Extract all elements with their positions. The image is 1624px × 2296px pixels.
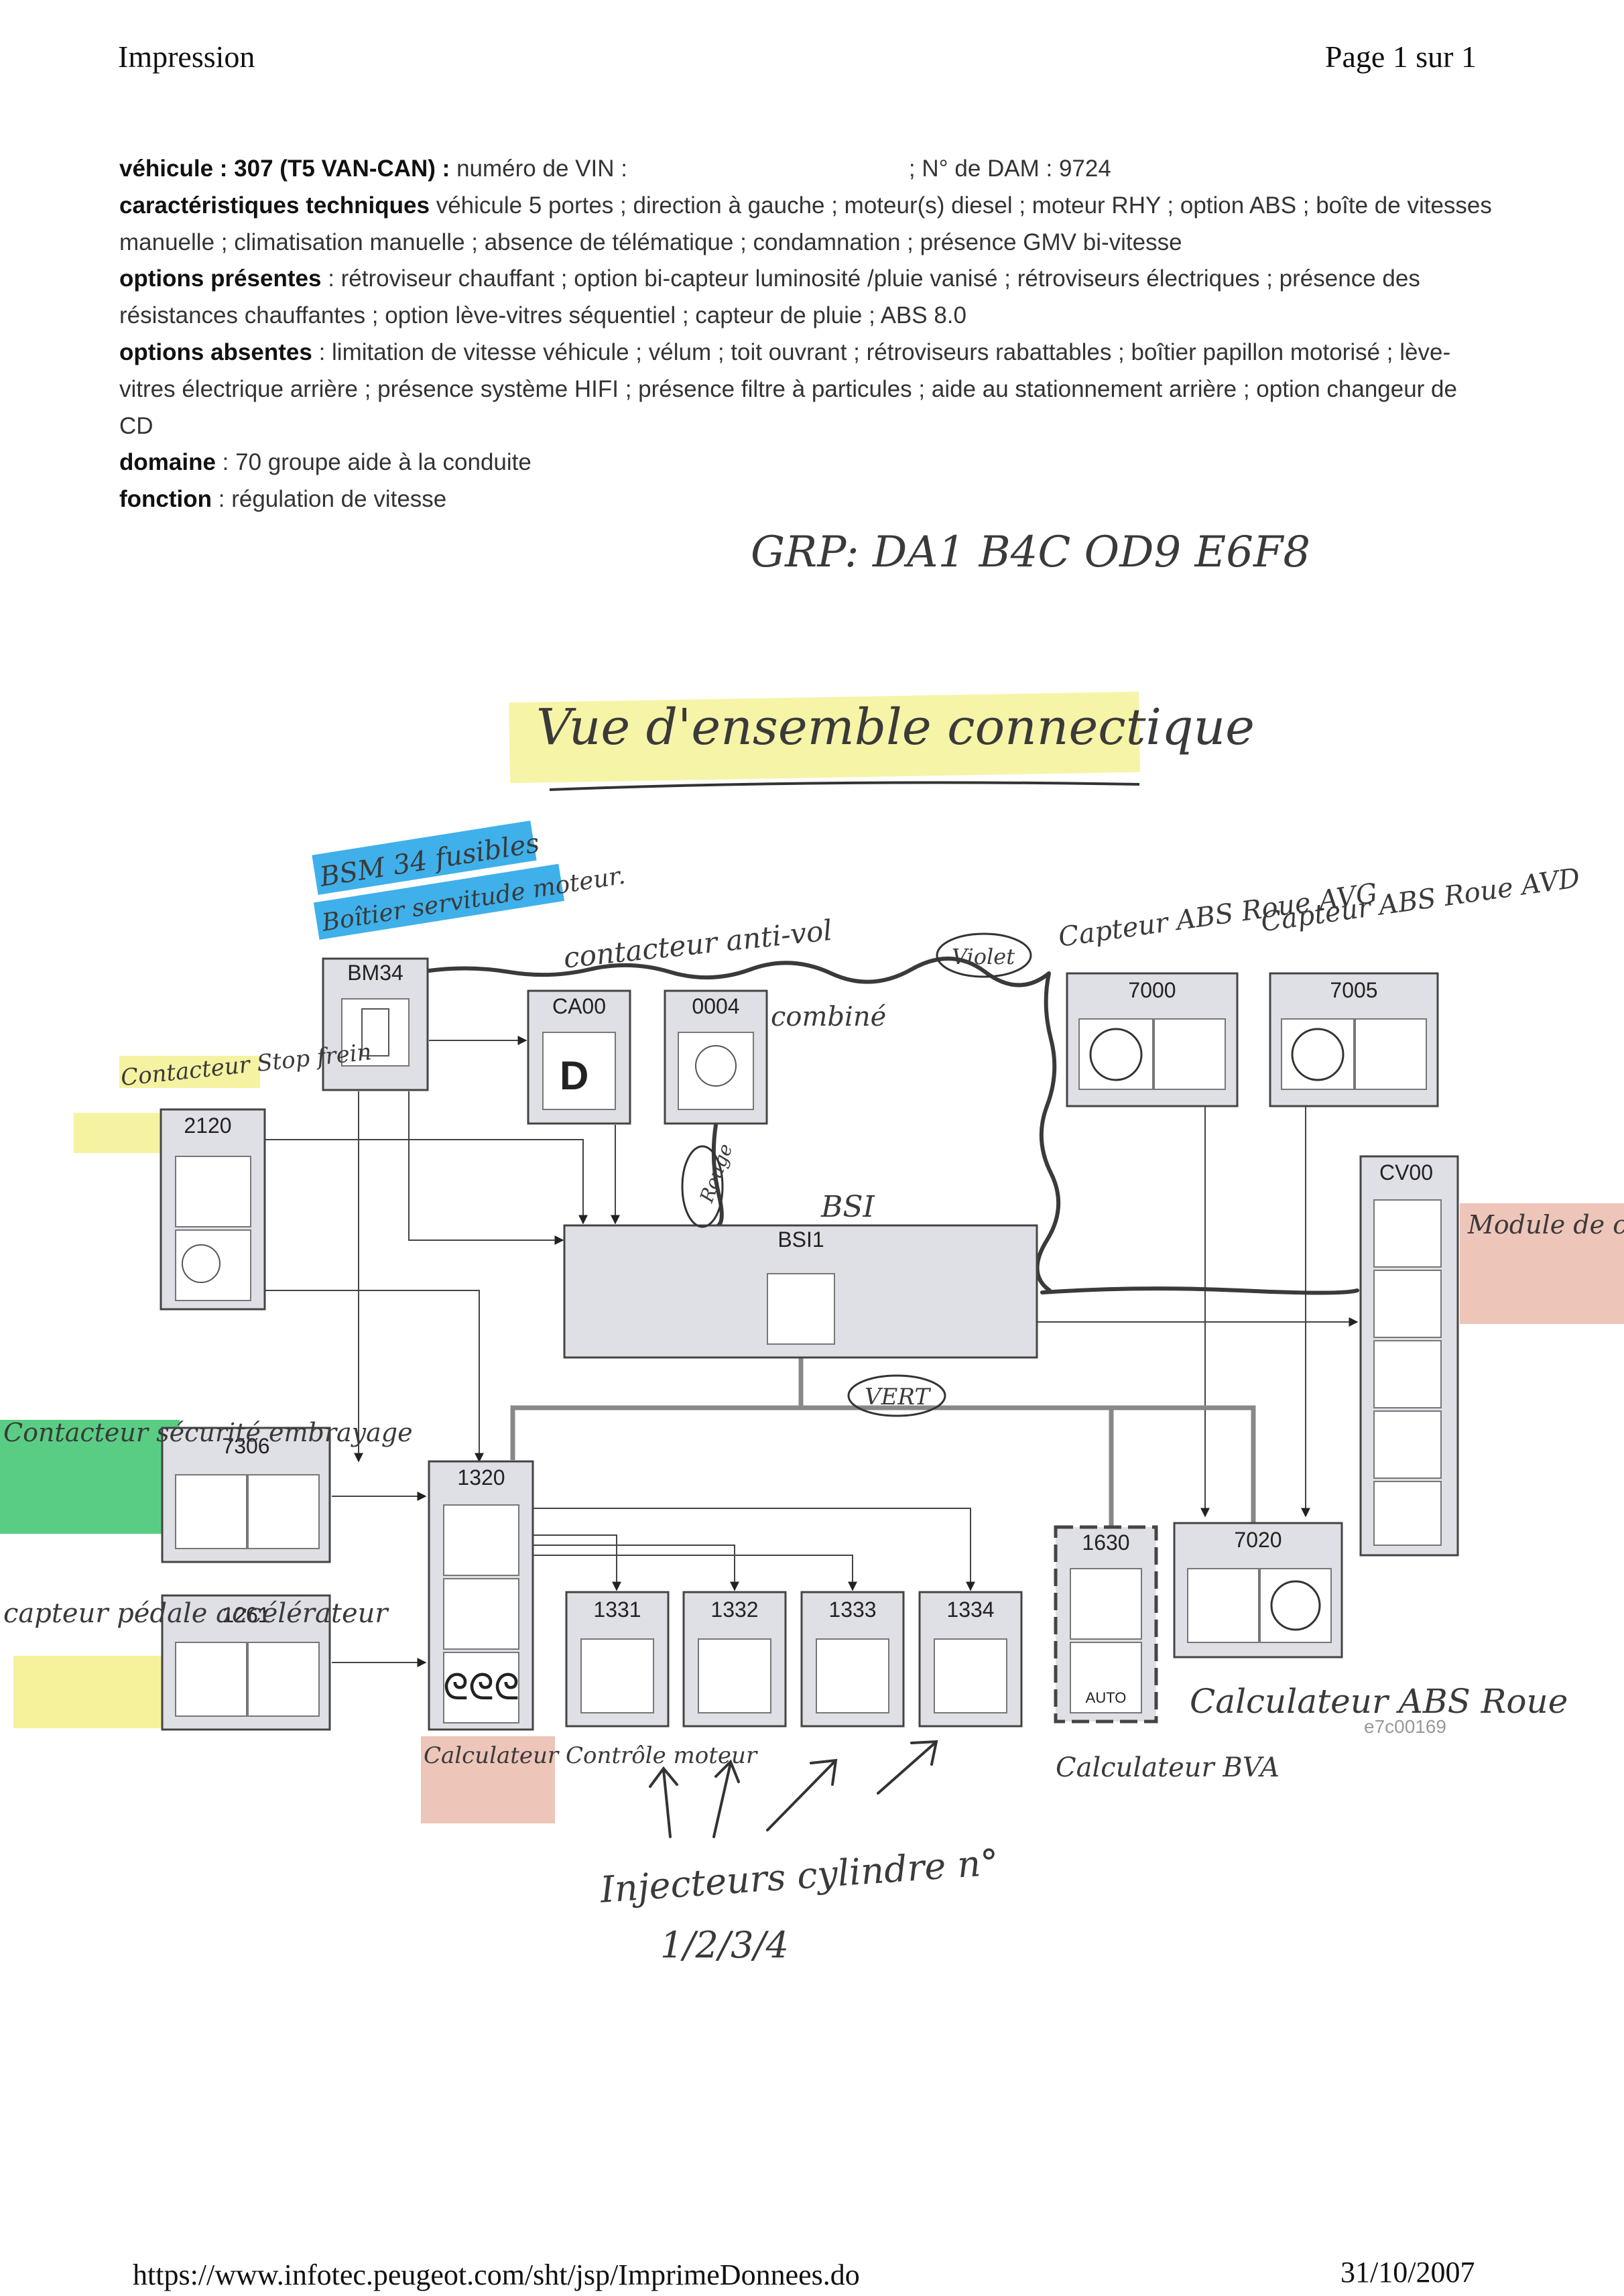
module-2120-label: 2120 [184,1113,231,1138]
module-1333-label: 1333 [828,1597,876,1622]
calculateur-moteur-label: Calculateur Contrôle moteur [424,1742,758,1769]
frein-highlight [119,1056,260,1088]
calculateur-abs-label: Calculateur ABS Roue [1190,1682,1568,1721]
fonction-label: fonction [119,486,212,513]
module-7306-label: 7306 [222,1434,269,1458]
vehicle-info: véhicule : 307 (T5 VAN-CAN) : numéro de … [119,151,1493,518]
module-1261-label: 1261 [222,1603,269,1627]
domaine-label: domaine [119,449,216,476]
module-1630-label: 1630 [1082,1530,1129,1555]
module-bsi1-label: BSI1 [777,1227,824,1252]
module-1320: 1320 ᘓᘓᘓ [428,1460,534,1731]
module-cv00: CV00 [1359,1155,1459,1557]
diagram-title: Vue d'ensemble connectique [536,699,1255,756]
module-ca00: CA00 D [527,989,631,1125]
calculateur-bva-label: Calculateur BVA [1056,1752,1279,1783]
carac-text: véhicule 5 portes ; direction à gauche ;… [119,192,1492,255]
diagram-ref: e7c00169 [1364,1716,1446,1737]
module-1333: 1333 [800,1591,905,1728]
page-header-right: Page 1 sur 1 [1324,40,1477,74]
capteur-avd-label: Capteur ABS Roue AVD [1259,863,1582,938]
options-presentes-text: : rétroviseur chauffant ; option bi-capt… [119,265,1420,329]
grp-code: GRP: DA1 B4C OD9 E6F8 [751,528,1310,577]
abs-icon [1270,1580,1321,1631]
options-absentes-label: options absentes [119,339,312,365]
module-7005: 7005 [1269,972,1439,1107]
contacteur-embrayage-label: Contacteur sécurité embrayage [3,1418,413,1447]
module-7020-label: 7020 [1234,1528,1282,1552]
options-absentes-text: : limitation de vitesse véhicule ; vélum… [119,339,1457,439]
page-header-left: Impression [118,40,255,74]
module-7306: 7306 [161,1427,331,1563]
module-bsi1: BSI1 [563,1224,1038,1359]
module-7000: 7000 [1066,972,1239,1107]
combine-label: combiné [771,1002,886,1032]
module-highlight [1460,1203,1624,1324]
module-7000-label: 7000 [1128,978,1176,1002]
module-1332-label: 1332 [710,1597,758,1622]
injecteurs-numbers: 1/2/3/4 [660,1924,789,1966]
pedale-highlight [13,1656,174,1728]
module-cv00-label: CV00 [1379,1160,1433,1185]
domaine-text: : 70 groupe aide à la conduite [222,449,532,476]
module-1332: 1332 [682,1591,787,1728]
abs-icon [1089,1028,1143,1081]
module-0004-label: 0004 [692,994,739,1018]
rouge-label: Rouge [695,1141,737,1206]
title-highlight [509,691,1140,784]
bsm2-highlight [313,863,565,940]
module-0004: 0004 [664,989,768,1125]
vin-label: numéro de VIN : [456,156,627,182]
footer-date: 31/10/2007 [1340,2256,1475,2289]
bsm-highlight [312,821,537,895]
module-1334-label: 1334 [946,1597,994,1622]
module-ca00-label: CA00 [552,994,606,1018]
frein2-highlight [74,1113,168,1153]
vert-label: VERT [865,1384,931,1410]
module-1334: 1334 [918,1591,1023,1728]
module-1331: 1331 [565,1591,670,1728]
embrayage-highlight [0,1420,180,1534]
module-commutation-label: Module de commutation ss le volant [1467,1210,1624,1240]
module-7020: 7020 [1173,1522,1343,1658]
key-icon: D [560,1053,588,1098]
carac-label: caractéristiques techniques [119,192,430,219]
auto-label: AUTO [1086,1689,1127,1706]
footer-url: https://www.infotec.peugeot.com/sht/jsp/… [133,2258,860,2291]
module-1261: 1261 [161,1594,331,1731]
module-1320-label: 1320 [457,1465,505,1490]
injecteurs-label: Injecteurs cylindre n° [599,1841,1000,1911]
gauge-icon [695,1045,737,1087]
module-7005-label: 7005 [1330,978,1377,1002]
bsi-label: BSI [820,1190,875,1224]
calc-moteur-highlight [421,1736,555,1823]
options-presentes-label: options présentes [119,265,322,292]
contacteur-antivol: contacteur anti-vol [562,914,833,975]
vehicle-label: véhicule : 307 (T5 VAN-CAN) : [119,156,450,182]
module-1630: 1630 AUTO [1054,1525,1158,1724]
module-1331-label: 1331 [593,1597,641,1622]
capteur-pedale-label: capteur pédale accélérateur [3,1598,389,1629]
brake-light-icon [182,1244,221,1283]
dam-number: ; N° de DAM : 9724 [908,156,1111,182]
module-bm34: BM34 [322,957,429,1091]
coil-icon: ᘓᘓᘓ [443,1667,519,1707]
module-bm34-label: BM34 [347,961,403,985]
violet-label: Violet [952,944,1015,969]
abs-icon [1291,1028,1345,1081]
fonction-text: : régulation de vitesse [218,486,447,513]
module-2120: 2120 [160,1108,266,1311]
